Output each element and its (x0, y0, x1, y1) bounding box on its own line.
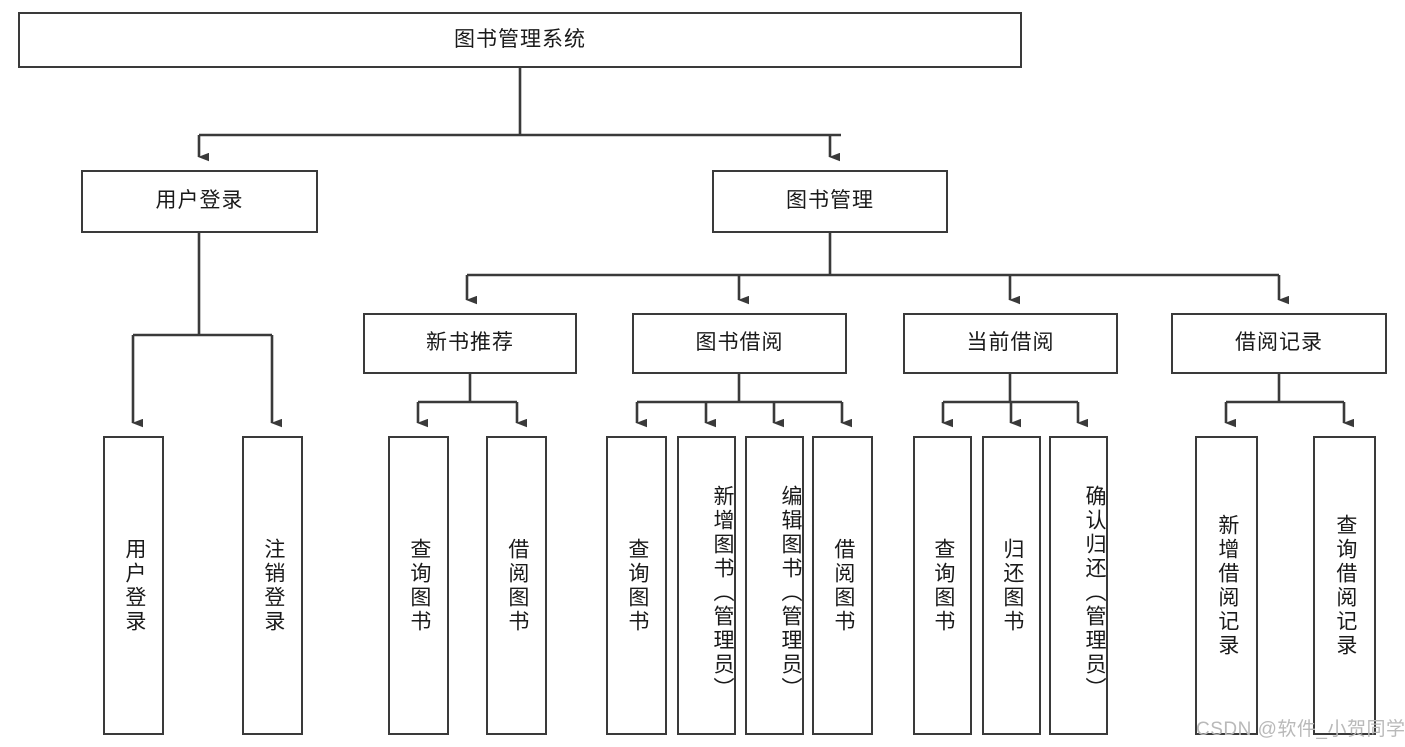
node-leaf-add-record-label: 新增借阅记录 (1215, 513, 1239, 658)
node-leaf-query-book-1-label: 查询图书 (407, 537, 431, 634)
node-borrow-record-label: 借阅记录 (1235, 331, 1323, 355)
node-book-borrow-label: 图书借阅 (695, 331, 784, 355)
node-leaf-user-logout[interactable]: 注销登录 (242, 436, 303, 735)
node-leaf-query-book-3-label: 查询图书 (931, 537, 955, 634)
node-leaf-confirm-return[interactable]: 确认归还（管理员） (1049, 436, 1108, 735)
node-leaf-return-book[interactable]: 归还图书 (982, 436, 1041, 735)
node-leaf-query-book-2[interactable]: 查询图书 (606, 436, 667, 735)
node-new-book-recommend-label: 新书推荐 (426, 331, 514, 355)
node-leaf-query-record-label: 查询借阅记录 (1333, 513, 1357, 658)
node-leaf-query-record[interactable]: 查询借阅记录 (1313, 436, 1376, 735)
node-leaf-query-book-2-label: 查询图书 (625, 537, 649, 634)
node-book-borrow[interactable]: 图书借阅 (632, 313, 847, 374)
node-current-borrow[interactable]: 当前借阅 (903, 313, 1118, 374)
node-leaf-user-logout-label: 注销登录 (261, 537, 285, 634)
node-leaf-return-book-label: 归还图书 (1000, 537, 1024, 634)
node-book-manage[interactable]: 图书管理 (712, 170, 948, 233)
node-user-login[interactable]: 用户登录 (81, 170, 318, 233)
node-leaf-borrow-book-1[interactable]: 借阅图书 (486, 436, 547, 735)
node-leaf-user-login-label: 用户登录 (122, 537, 146, 634)
node-user-login-label: 用户登录 (155, 189, 244, 213)
node-current-borrow-label: 当前借阅 (966, 331, 1055, 355)
node-leaf-edit-book-label: 编辑图书（管理员） (779, 484, 802, 701)
node-root[interactable]: 图书管理系统 (18, 12, 1022, 68)
node-book-manage-label: 图书管理 (786, 189, 874, 213)
node-leaf-borrow-book-1-label: 借阅图书 (505, 537, 529, 634)
node-leaf-add-record[interactable]: 新增借阅记录 (1195, 436, 1258, 735)
node-leaf-query-book-1[interactable]: 查询图书 (388, 436, 449, 735)
node-borrow-record[interactable]: 借阅记录 (1171, 313, 1387, 374)
node-leaf-edit-book[interactable]: 编辑图书（管理员） (745, 436, 804, 735)
node-leaf-query-book-3[interactable]: 查询图书 (913, 436, 972, 735)
node-leaf-user-login[interactable]: 用户登录 (103, 436, 164, 735)
node-leaf-borrow-book-2[interactable]: 借阅图书 (812, 436, 873, 735)
node-leaf-confirm-return-label: 确认归还（管理员） (1083, 484, 1106, 701)
node-root-label: 图书管理系统 (454, 27, 586, 51)
node-new-book-recommend[interactable]: 新书推荐 (363, 313, 577, 374)
watermark-text: CSDN @软件_小贺同学 (1196, 719, 1405, 740)
node-leaf-add-book-label: 新增图书（管理员） (711, 484, 734, 701)
node-leaf-add-book[interactable]: 新增图书（管理员） (677, 436, 736, 735)
node-leaf-borrow-book-2-label: 借阅图书 (831, 537, 855, 634)
